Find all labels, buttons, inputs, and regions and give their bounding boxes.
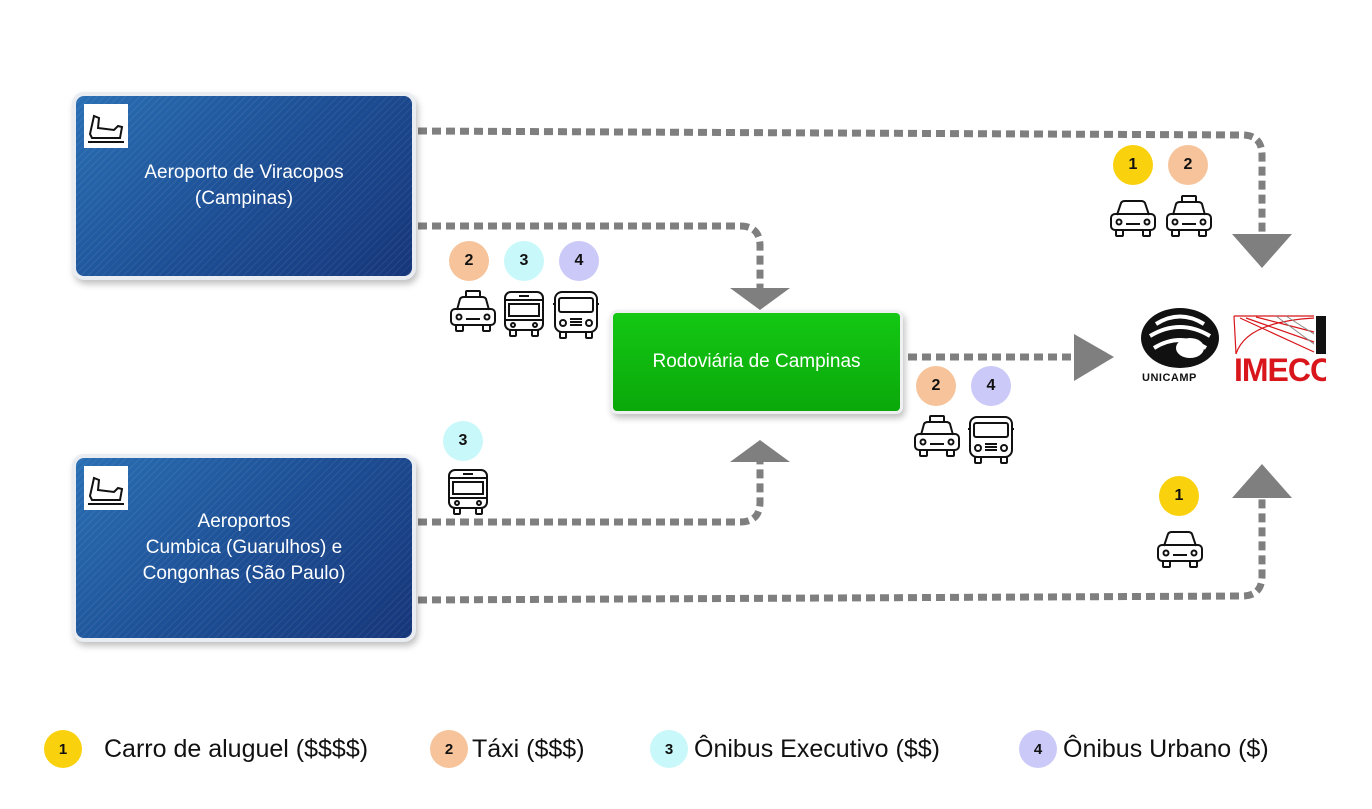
legend-label-exec-bus: Ônibus Executivo ($$) [694,734,940,763]
city-bus-icon [967,416,1015,464]
badge-rental-bottom: 1 [1159,476,1199,516]
taxi-icon [914,415,960,457]
viracopos-airport-box: Aeroporto de Viracopos (Campinas) [76,96,412,276]
unicamp-imecc-logo: UNICAMP IMECC [1136,304,1326,394]
arrowhead-down-unicamp [1232,234,1292,268]
plane-icon [84,466,128,510]
unicamp-wordmark: UNICAMP [1142,372,1197,384]
legend-label-rental: Carro de aluguel ($$$$) [104,734,369,763]
rodoviaria-box: Rodoviária de Campinas [613,313,900,411]
arrowhead-up-unicamp [1232,464,1292,498]
plane-icon [84,104,128,148]
route-gru-to-rodoviaria [418,460,764,526]
car-icon [1157,531,1203,568]
unicamp-logo-icon [1141,308,1326,368]
badge-urban-bus-mid: 4 [559,241,599,281]
legend-item-taxi: 2 Táxi ($$$) [430,728,585,770]
route-gru-to-unicamp [417,497,1266,604]
legend-label-urban-bus: Ônibus Urbano ($) [1063,734,1269,763]
badge-taxi-top: 2 [1168,145,1208,185]
legend-item-exec-bus: 3 Ônibus Executivo ($$) [650,728,940,770]
arrowhead-down-rodoviaria [730,288,790,310]
legend-badge-taxi: 2 [430,730,468,768]
badge-rental-top: 1 [1113,145,1153,185]
legend-item-urban-bus: 4 Ônibus Urbano ($) [1019,728,1269,770]
bus-icon [448,469,488,515]
badge-taxi-right: 2 [916,366,956,406]
gru-cgh-label: Aeroportos Cumbica (Guarulhos) e Congonh… [142,511,346,584]
badge-exec-bus-low: 3 [443,421,483,461]
bus-icon [504,291,544,337]
badge-taxi-mid: 2 [449,241,489,281]
route-viracopos-to-rodoviaria [418,222,764,290]
badge-urban-bus-right: 4 [971,366,1011,406]
legend-badge-urban-bus: 4 [1019,730,1057,768]
city-bus-icon [552,291,600,339]
car-icon [1110,200,1156,237]
viracopos-label: Aeroporto de Viracopos (Campinas) [144,162,344,209]
legend-item-rental: 1 Carro de aluguel ($$$$) [44,728,368,770]
route-viracopos-to-unicamp [417,127,1266,236]
legend-badge-exec-bus: 3 [650,730,688,768]
taxi-icon [1166,195,1212,237]
legend-label-taxi: Táxi ($$$) [472,734,585,763]
imecc-wordmark: IMECC [1234,352,1326,388]
legend-badge-rental: 1 [44,730,82,768]
taxi-icon [450,290,496,332]
rodoviaria-label: Rodoviária de Campinas [652,351,861,372]
gru-cgh-airports-box: Aeroportos Cumbica (Guarulhos) e Congonh… [76,458,412,638]
badge-exec-bus-mid: 3 [504,241,544,281]
arrowhead-right-unicamp [1074,334,1114,381]
arrowhead-up-rodoviaria [730,440,790,462]
